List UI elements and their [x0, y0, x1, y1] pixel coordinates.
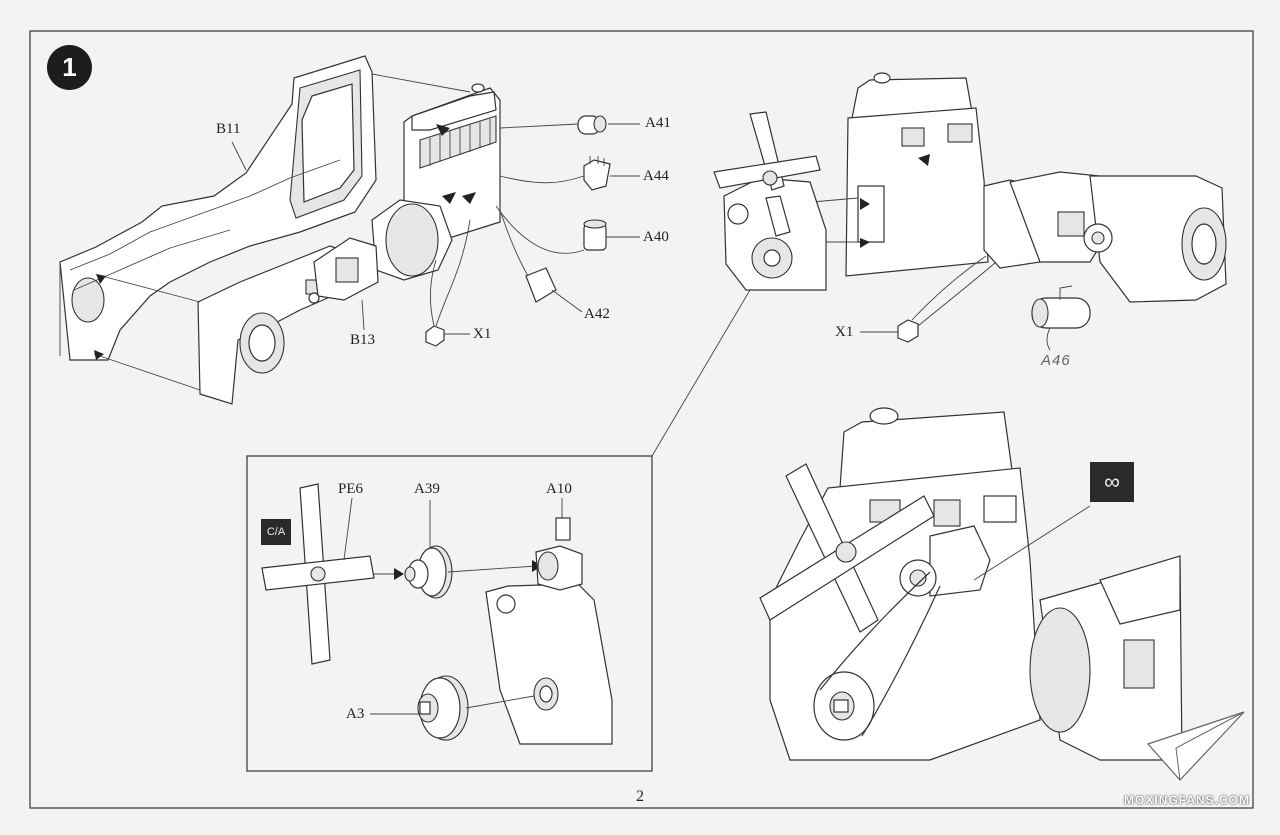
watermark-plane-logo [1146, 711, 1245, 781]
part-a40 [495, 205, 640, 254]
handwritten-note: A46 [1041, 352, 1071, 369]
label-x1-right: X1 [835, 324, 854, 340]
label-a40: A40 [643, 229, 669, 245]
leader-b13 [361, 299, 365, 331]
label-a39: A39 [414, 481, 440, 497]
chassis-frame-b11 [59, 55, 471, 405]
label-a10: A10 [546, 481, 572, 497]
engine-block-left [308, 83, 501, 304]
leader-b11 [231, 141, 247, 171]
fan-pe6 [261, 483, 404, 665]
cover-a10 [485, 498, 613, 745]
engine-assembled [759, 407, 1183, 761]
pulley-a39 [404, 500, 542, 599]
engine-block-right [713, 72, 1227, 303]
page-border [29, 30, 1254, 809]
label-a41: A41 [645, 115, 671, 131]
pulley-a3 [370, 675, 535, 741]
badge-infinity: ∞ [1090, 462, 1134, 502]
watermark-text: MOXINGFANS.COM [1124, 793, 1251, 807]
step-number-badge: 1 [47, 45, 92, 90]
part-a42 [499, 209, 583, 313]
badge-ca: C/A [261, 519, 291, 545]
part-a44 [499, 156, 640, 191]
label-a44: A44 [643, 168, 669, 184]
detail-leader-line [651, 289, 751, 457]
label-a42: A42 [584, 306, 610, 322]
label-pe6: PE6 [338, 481, 364, 497]
detail-frame [246, 455, 653, 772]
part-x1-left [425, 219, 471, 347]
part-a46 [1031, 285, 1091, 351]
page-number: 2 [636, 788, 644, 805]
part-a41 [499, 115, 640, 135]
label-b13: B13 [350, 332, 376, 348]
label-a3: A3 [346, 706, 365, 722]
part-x1-right [860, 255, 997, 343]
label-b11: B11 [216, 121, 241, 137]
label-x1-left: X1 [473, 326, 492, 342]
